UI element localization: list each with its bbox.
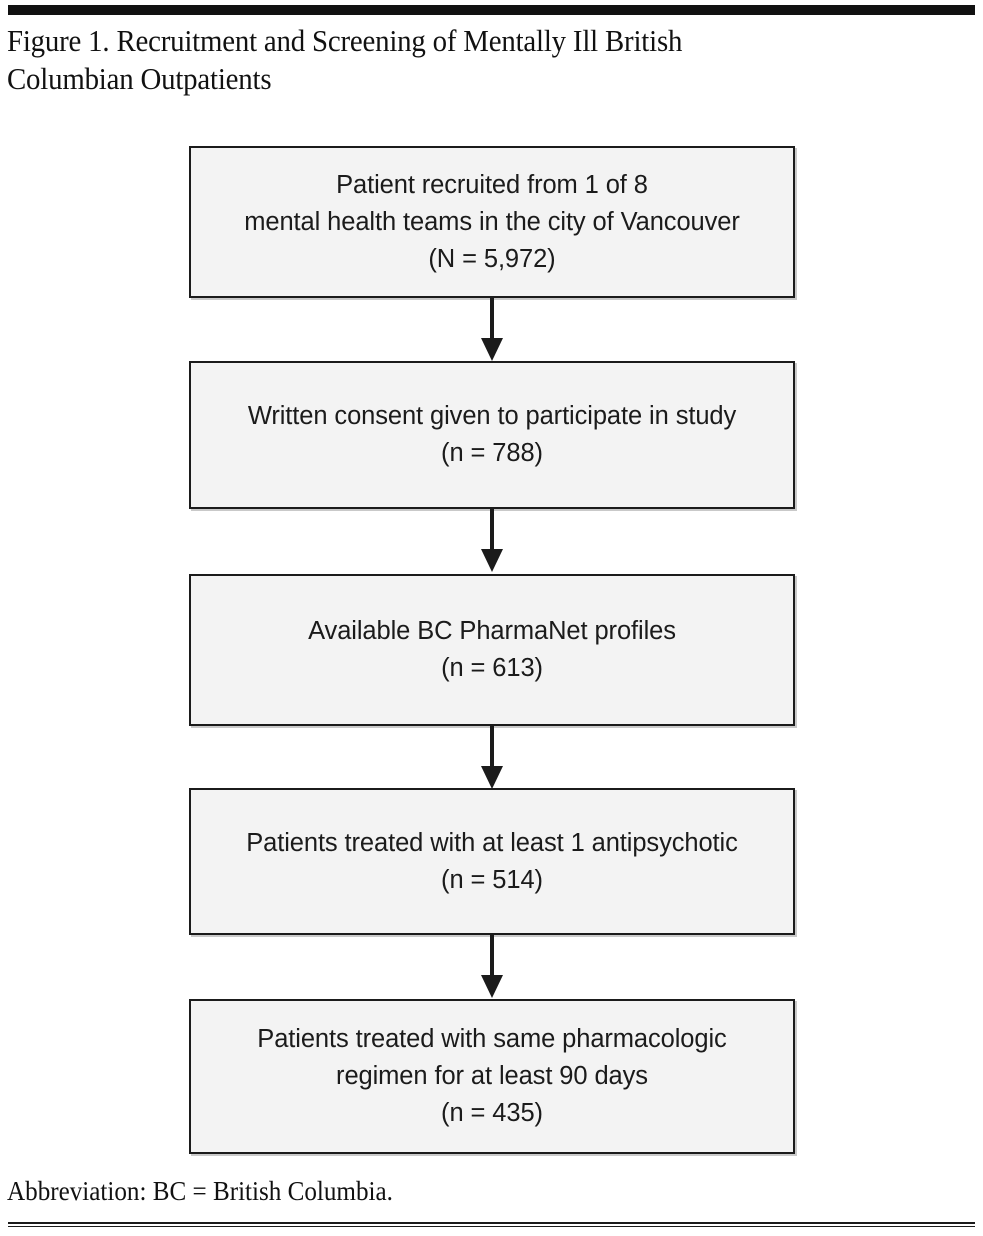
connector-arrow-1-to-2 [189,298,795,361]
flow-node-5-label: Patients treated with same pharmacologic… [257,1025,727,1127]
down-arrow-icon [481,549,503,572]
flow-node-2: Written consent given to participate in … [189,361,795,509]
figure-footnote-abbreviation: Abbreviation: BC = British Columbia. [7,1176,393,1206]
figure-title: Figure 1. Recruitment and Screening of M… [7,23,683,96]
flow-node-1-label: Patient recruited from 1 of 8 mental hea… [244,170,740,273]
arrow-shaft [490,935,494,980]
flow-node-1: Patient recruited from 1 of 8 mental hea… [189,146,795,298]
arrow-shaft [490,726,494,771]
down-arrow-icon [481,766,503,789]
down-arrow-icon [481,975,503,998]
flow-node-3: Available BC PharmaNet profiles (n = 613… [189,574,795,726]
arrow-shaft [490,509,494,554]
flowchart: Patient recruited from 1 of 8 mental hea… [189,146,795,1154]
flow-node-2-label: Written consent given to participate in … [247,402,737,467]
down-arrow-icon [481,338,503,361]
bottom-double-rule [8,1222,975,1227]
arrow-shaft [490,298,494,343]
flow-node-5: Patients treated with same pharmacologic… [189,999,795,1154]
top-horizontal-rule [8,5,975,15]
connector-arrow-3-to-4 [189,726,795,789]
flow-node-4: Patients treated with at least 1 antipsy… [189,788,795,935]
connector-arrow-4-to-5 [189,935,795,999]
flow-node-4-label: Patients treated with at least 1 antipsy… [246,828,738,894]
connector-arrow-2-to-3 [189,509,795,574]
flow-node-3-label: Available BC PharmaNet profiles (n = 613… [308,617,676,682]
